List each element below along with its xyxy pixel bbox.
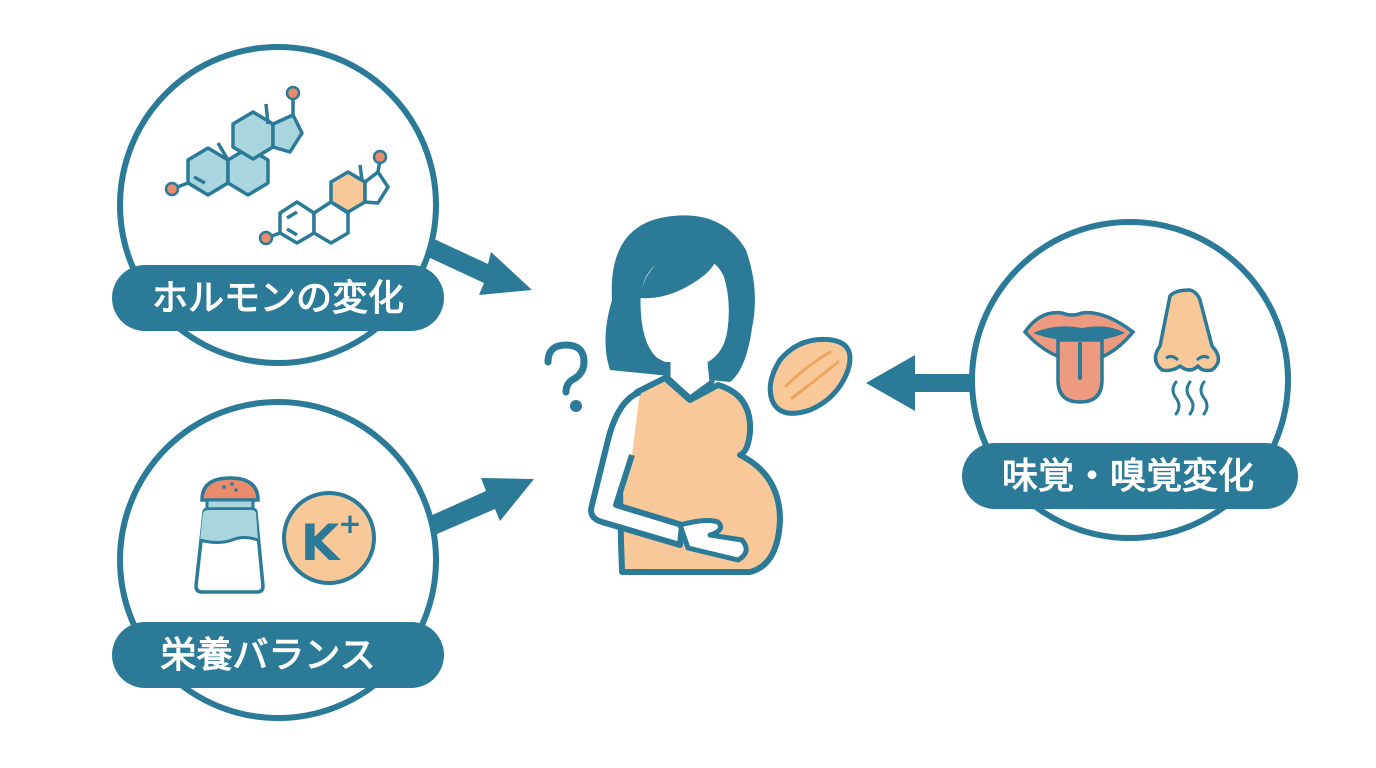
potassium-charge: + bbox=[338, 507, 361, 540]
nutrition-factor: K + 栄養バランス bbox=[112, 399, 444, 721]
senses-factor: 味覚・嗅覚変化 bbox=[962, 219, 1298, 541]
hormone-factor: ホルモンの変化 bbox=[112, 44, 444, 366]
potassium-ion-icon: K + bbox=[282, 491, 376, 585]
molecule-atom-dot bbox=[258, 230, 274, 246]
salt-shaker-icon bbox=[194, 476, 265, 594]
molecule-atom-dot bbox=[285, 85, 301, 101]
potato-chip-icon bbox=[767, 336, 853, 416]
hormone-label-pill bbox=[112, 265, 444, 331]
senses-arrow bbox=[866, 355, 975, 411]
potassium-symbol: K bbox=[301, 514, 342, 572]
bangs bbox=[640, 251, 716, 299]
hand bbox=[677, 518, 749, 563]
tongue-icon bbox=[1022, 310, 1136, 404]
steroid-molecule-icon bbox=[171, 96, 304, 197]
hormone-arrow bbox=[428, 238, 532, 295]
pregnant-woman-figure bbox=[588, 215, 783, 575]
smell-waves-icon bbox=[1171, 380, 1209, 416]
senses-label-pill bbox=[962, 443, 1298, 509]
hormone-label: ホルモンの変化 bbox=[152, 277, 404, 319]
nutrition-label: 栄養バランス bbox=[160, 635, 375, 676]
molecule-atom-dot bbox=[164, 181, 180, 197]
nutrition-arrow bbox=[430, 478, 534, 534]
question-mark-icon bbox=[544, 341, 588, 412]
molecule-atom-dot bbox=[372, 149, 388, 165]
estrogen-molecule-icon bbox=[265, 159, 390, 245]
senses-label: 味覚・嗅覚変化 bbox=[1002, 455, 1254, 497]
arm bbox=[588, 389, 685, 548]
nose-icon bbox=[1153, 288, 1221, 373]
nutrition-label-pill bbox=[112, 622, 444, 688]
neck bbox=[665, 361, 715, 401]
